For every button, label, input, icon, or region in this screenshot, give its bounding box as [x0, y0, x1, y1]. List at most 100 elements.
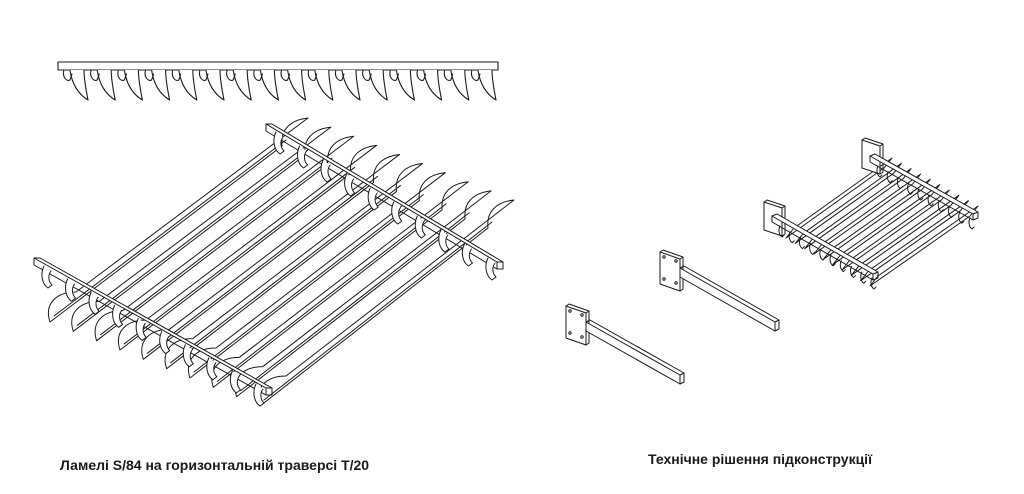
mounting-plate-1-edge: [565, 303, 590, 346]
slat-hook-profile: [362, 69, 388, 101]
mini-clip: [886, 171, 893, 184]
mini-clip: [788, 231, 795, 244]
slat-clip: [367, 187, 379, 211]
slat-clip: [391, 201, 403, 225]
mini-slat: [804, 168, 912, 250]
slat-edge-line: [263, 221, 493, 401]
mini-clip: [850, 265, 857, 278]
slat-clip: [229, 370, 241, 394]
traverse-bar-front-side: [33, 257, 267, 396]
slat-clip: [414, 215, 426, 239]
slat-clip: [88, 291, 100, 315]
slat-edge-line: [146, 175, 379, 354]
slat-clip-group: [41, 131, 497, 407]
traverse-bar-elevation: [57, 61, 499, 71]
traverse-bar-back-end: [496, 261, 504, 270]
slat: [48, 117, 309, 323]
slat-hook-profile: [198, 69, 225, 101]
wall-bracket-1: [565, 303, 685, 385]
mini-slat: [813, 173, 922, 255]
slat-hook-profile: [171, 69, 198, 101]
slat-clip: [253, 383, 265, 407]
slat-hook-profile: [470, 69, 497, 101]
slat-hook-profile: [117, 69, 143, 101]
slat-clip: [296, 145, 309, 169]
plate-hole: [568, 309, 572, 313]
mini-clip: [907, 182, 914, 195]
slat-assembly-isometric: [33, 117, 515, 407]
slat-edge-line: [240, 212, 470, 392]
traverse-bar-back: [265, 123, 504, 263]
mini-clip: [819, 248, 826, 261]
slat-hook-profile: [62, 69, 89, 101]
slat-hook-profile: [90, 69, 116, 101]
slat-hook-profile: [226, 69, 252, 101]
slat-clip: [159, 331, 171, 355]
plate-hole: [580, 335, 584, 339]
mini-slat: [860, 200, 969, 282]
slat: [258, 199, 515, 407]
caption-substructure-solution: Технічне рішення підконструкції: [648, 451, 873, 467]
slat: [118, 144, 378, 351]
slat: [211, 181, 469, 388]
mini-slat: [832, 184, 941, 266]
slat-edge-line: [170, 185, 401, 364]
slat-edge-line: [53, 139, 287, 317]
mini-clip: [968, 217, 975, 230]
plate-hole: [580, 313, 584, 317]
slat-edge-line: [193, 194, 424, 373]
slat-profile-elevation: [57, 61, 499, 101]
mini-clip: [798, 237, 805, 250]
mini-clip: [860, 271, 867, 284]
slat-clip: [320, 159, 332, 183]
mini-clip: [778, 225, 785, 238]
plate-hole: [662, 277, 666, 281]
mini-clip: [870, 277, 877, 290]
traverse-bar-mini-back-side: [869, 155, 979, 221]
mini-clip-group: [778, 165, 975, 290]
mini-slat: [785, 157, 893, 239]
traverse-bar-back-side: [265, 123, 498, 270]
slat-clip: [41, 265, 53, 289]
bracket-arm-2: [679, 267, 776, 332]
slat-hook-profile: [280, 69, 307, 101]
mini-clip: [948, 205, 955, 218]
slat-clip: [206, 357, 218, 381]
slat-hook-profile: [144, 69, 171, 101]
slat: [141, 153, 401, 360]
traverse-bar-mini-front-side: [771, 215, 879, 281]
wall-bracket-2: [659, 249, 780, 332]
traverse-bar-front: [33, 257, 273, 389]
slat-clip: [182, 344, 194, 368]
mini-clip: [937, 200, 944, 213]
bracket-arm-2-top: [679, 265, 780, 332]
slat-edge-line: [123, 166, 356, 345]
slat-clip: [485, 257, 497, 281]
slat-clip: [273, 131, 285, 155]
slat-clip: [64, 278, 77, 302]
substructure-solution: [565, 137, 979, 385]
slat-edge-line: [100, 157, 333, 336]
bracket-arm-1-top: [585, 319, 685, 385]
mini-clip: [896, 177, 903, 190]
mini-clip: [809, 242, 816, 255]
mini-slat: [822, 178, 931, 260]
slat-clip: [112, 304, 124, 328]
slat-hook-profile: [443, 69, 470, 101]
mini-slat: [841, 189, 950, 271]
plate-hole: [568, 331, 572, 335]
plate-hole: [674, 259, 678, 263]
mini-clip: [839, 260, 846, 273]
slat: [94, 135, 355, 342]
slat-hook-profile: [253, 69, 279, 101]
plate-hole: [674, 281, 678, 285]
slat-hook-profile: [416, 69, 443, 101]
mini-slat: [850, 194, 960, 276]
mini-clip: [876, 165, 883, 178]
mini-clip: [927, 194, 934, 207]
slat-clip: [438, 229, 450, 253]
slat-clip: [135, 317, 147, 341]
caption-slats-on-traverse: Ламелі S/84 на горизонтальній траверсі T…: [60, 457, 370, 473]
mounting-plate-3-edge: [861, 137, 884, 175]
